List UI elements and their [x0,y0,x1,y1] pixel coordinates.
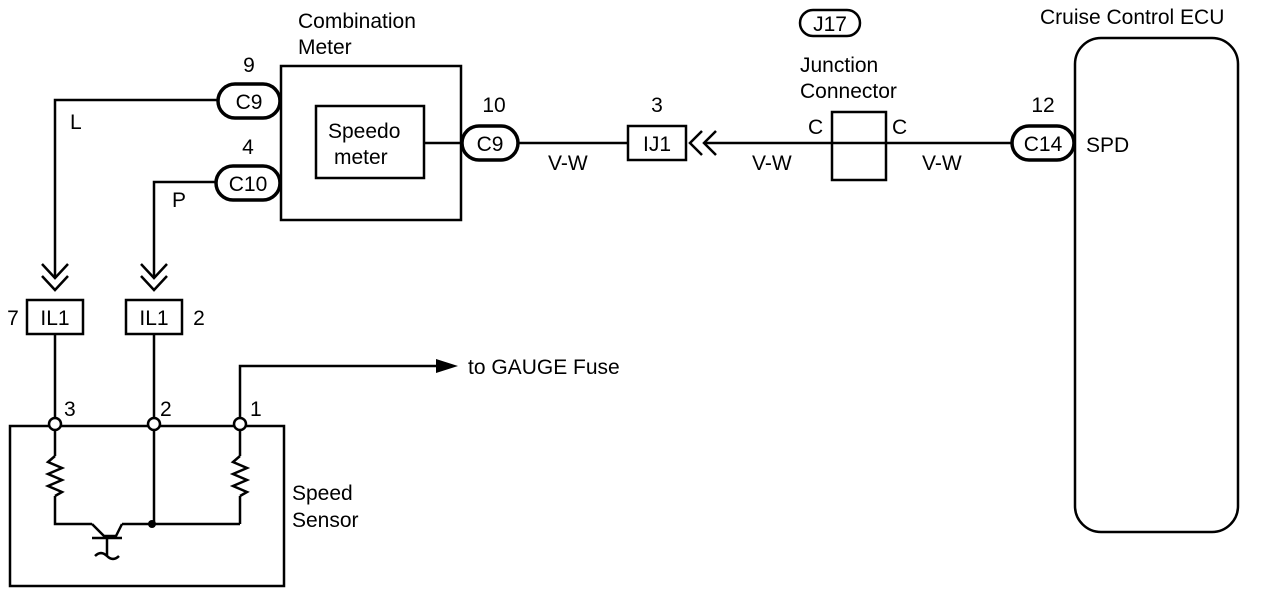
connector-c9-right-shape [460,124,520,162]
connector-c10-label: C10 [229,173,268,196]
junction-pin-right: C [892,116,907,139]
ecu-terminal-spd: SPD [1086,134,1129,157]
junction-id-badge [798,8,862,38]
junction-title-line1: Junction [800,54,878,77]
wire-p-label: P [172,189,186,212]
connector-c9-right-pin: 10 [482,94,505,117]
connector-c10-shape [214,164,282,202]
connector-chevron-right-1 [140,263,168,280]
connector-il1-right-label: IL1 [139,307,168,330]
wire-p [152,180,216,276]
connector-c14-label: C14 [1024,133,1063,156]
connector-il1-left: IL1 7 [7,298,85,336]
gauge-fuse-label: to GAUGE Fuse [468,356,620,379]
speedometer-label-line2: meter [334,146,388,169]
resistor-right-icon [229,455,251,498]
sensor-terminal-3 [47,416,63,432]
speed-sensor-title-line2: Sensor [292,509,359,532]
ecu-box [1073,36,1240,534]
combination-meter-title-line1: Combination [298,10,416,33]
speedometer-label-line1: Speedo [328,120,400,143]
connector-c9-right-label: C9 [477,133,504,156]
connector-c9-top-label: C9 [236,91,263,114]
wire-to-gauge-fuse [238,364,436,424]
sensor-terminal-3-label: 3 [64,398,76,421]
sensor-wire-3-bottom [53,496,92,526]
wire-vw-1-label: V-W [548,152,588,175]
sensing-element-wave-icon [94,551,120,561]
sensor-terminal-1-label: 1 [250,398,262,421]
wire-l [53,98,218,276]
connector-ij1-label: IJ1 [643,133,671,156]
ecu-title: Cruise Control ECU [1040,6,1224,29]
connector-c9-top-shape [216,82,282,120]
sensor-terminal-2 [146,416,162,432]
cruise-control-ecu: Cruise Control ECU SPD [1040,6,1240,534]
wire-vw-3-label: V-W [922,152,962,175]
wire-l-label: L [70,111,82,134]
connector-il1-left-label: IL1 [40,307,69,330]
speed-sensor-box [8,424,286,588]
connector-il1-right: IL1 2 [124,298,205,336]
connector-chevron-left-2 [41,275,69,292]
sensor-terminal-1 [232,416,248,432]
ij1-chevron-1 [688,130,703,156]
connector-c9-right: C9 10 [460,94,520,162]
connector-c10-pin: 4 [242,136,254,159]
connector-c10: C10 4 [214,136,282,202]
speedometer-box [314,104,426,180]
sensor-terminal-2-label: 2 [160,398,172,421]
connector-c9-top-pin: 9 [243,54,255,77]
combination-meter: Combination Meter Speedo meter [279,10,463,222]
connector-ij1-shape [626,124,688,162]
junction-box [830,110,888,182]
connector-ij1: IJ1 3 [626,94,688,162]
wire-vw-2-label: V-W [752,152,792,175]
connector-il1-left-shape [25,298,85,336]
speed-sensor-title-line1: Speed [292,482,353,505]
connector-c14: C14 12 [1010,94,1076,162]
connector-il1-left-pin: 7 [7,307,19,330]
wires [41,98,1012,424]
connector-il1-right-pin: 2 [193,307,205,330]
speed-sensor: Speed Sensor 3 2 1 [8,398,359,588]
connector-c9-top: C9 9 [216,54,282,120]
junction-connector: J17 Junction Connector C C [798,8,907,182]
connector-il1-right-shape [124,298,184,336]
junction-title-line2: Connector [800,80,897,103]
connector-chevron-right-2 [140,275,168,292]
arrow-right-icon [436,359,458,373]
connector-chevron-left-1 [41,263,69,280]
sensing-element-icon [91,523,124,538]
junction-pin-left: C [808,116,823,139]
junction-id: J17 [813,13,847,36]
connector-ij1-pin: 3 [651,94,663,117]
resistor-left-icon [44,455,66,498]
combination-meter-title-line2: Meter [298,36,352,59]
connector-c14-pin: 12 [1031,94,1054,117]
